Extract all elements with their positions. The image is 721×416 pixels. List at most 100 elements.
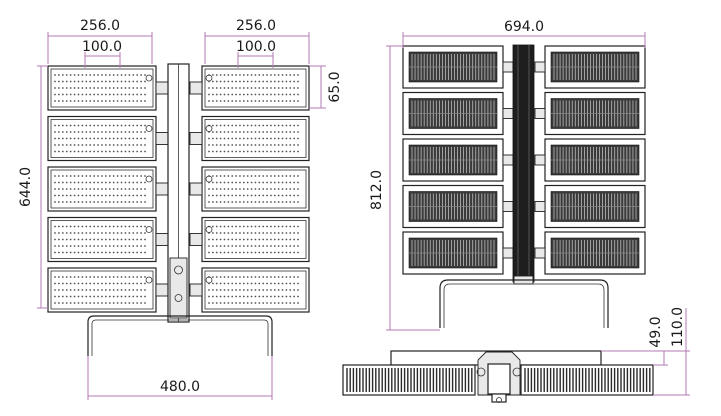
led-dot	[132, 131, 135, 133]
led-dot	[258, 194, 261, 197]
led-dot	[89, 282, 92, 285]
led-dot	[65, 124, 68, 127]
led-dot	[73, 225, 76, 228]
led-dot	[104, 251, 107, 254]
led-dot	[89, 245, 92, 247]
side-yoke-bolt	[496, 397, 502, 403]
led-dot	[227, 124, 230, 127]
led-dot	[128, 245, 131, 247]
led-dot	[208, 245, 210, 247]
dim-left-inner: 100.0	[82, 39, 122, 55]
front-module-lens	[50, 169, 154, 209]
led-dot	[101, 137, 103, 140]
led-dot	[124, 74, 127, 76]
led-dot	[85, 137, 88, 140]
led-dot	[144, 144, 146, 146]
led-dot	[273, 302, 276, 304]
led-dot	[250, 131, 253, 133]
led-dot	[270, 175, 272, 177]
led-dot	[250, 289, 253, 291]
led-dot	[270, 194, 272, 197]
led-dot	[227, 93, 230, 96]
led-dot	[101, 251, 103, 254]
led-dot	[97, 276, 99, 278]
led-dot	[227, 289, 230, 291]
led-dot	[258, 87, 261, 89]
led-dot	[116, 150, 119, 153]
led-dot	[144, 302, 146, 304]
led-dot	[250, 295, 253, 298]
led-dot	[136, 282, 139, 285]
led-dot	[77, 124, 80, 127]
led-dot	[128, 289, 131, 291]
led-dot	[120, 144, 123, 146]
led-dot	[258, 131, 261, 133]
led-dot	[89, 276, 92, 278]
led-dot	[97, 282, 99, 285]
led-dot	[289, 100, 292, 102]
led-dot	[227, 232, 230, 234]
led-dot	[108, 74, 111, 76]
led-dot	[258, 238, 261, 241]
led-dot	[112, 251, 115, 254]
led-dot	[101, 74, 103, 76]
front-module-lens	[50, 119, 154, 158]
front-module-hinge	[155, 182, 169, 196]
led-dot	[93, 124, 96, 127]
led-dot	[85, 302, 88, 304]
led-dot	[144, 175, 146, 177]
led-dot	[235, 87, 237, 89]
led-dot	[61, 144, 64, 146]
front-module-screw	[205, 125, 213, 132]
led-dot	[65, 289, 68, 291]
led-dot	[65, 245, 68, 247]
led-dot	[273, 225, 276, 228]
led-dot	[242, 295, 245, 298]
led-dot	[250, 124, 253, 127]
led-dot	[112, 225, 115, 228]
led-dot	[211, 87, 214, 89]
led-dot	[235, 188, 237, 190]
led-dot	[61, 74, 64, 76]
led-dot	[93, 295, 96, 298]
led-dot	[293, 276, 296, 278]
led-dot	[223, 80, 226, 83]
led-dot	[77, 282, 80, 285]
led-dot	[54, 100, 56, 102]
led-dot	[281, 238, 284, 241]
led-dot	[108, 144, 111, 146]
led-dot	[85, 74, 88, 76]
led-dot	[97, 238, 99, 241]
led-dot	[231, 295, 234, 298]
led-dot	[277, 74, 280, 76]
led-dot	[273, 175, 276, 177]
led-dot	[281, 144, 284, 146]
led-dot	[297, 238, 299, 241]
led-dot	[273, 201, 276, 203]
led-dot	[219, 124, 222, 127]
led-dot	[235, 124, 237, 127]
led-dot	[128, 232, 131, 234]
led-dot	[77, 225, 80, 228]
led-dot	[285, 302, 288, 304]
led-dot	[293, 251, 296, 254]
led-dot	[270, 131, 272, 133]
led-dot	[293, 150, 296, 153]
led-dot	[266, 194, 268, 197]
led-dot	[128, 175, 131, 177]
led-dot	[73, 124, 76, 127]
led-dot	[93, 245, 96, 247]
led-dot	[281, 131, 284, 133]
led-dot	[104, 131, 107, 133]
led-dot	[239, 245, 241, 247]
led-dot	[262, 181, 265, 184]
led-dot	[58, 124, 60, 127]
led-dot	[235, 282, 237, 285]
led-dot	[124, 194, 127, 197]
led-dot	[293, 302, 296, 304]
led-dot	[258, 276, 261, 278]
led-dot	[270, 201, 272, 203]
led-dot	[58, 245, 60, 247]
led-dot	[262, 295, 265, 298]
led-dot	[250, 175, 253, 177]
